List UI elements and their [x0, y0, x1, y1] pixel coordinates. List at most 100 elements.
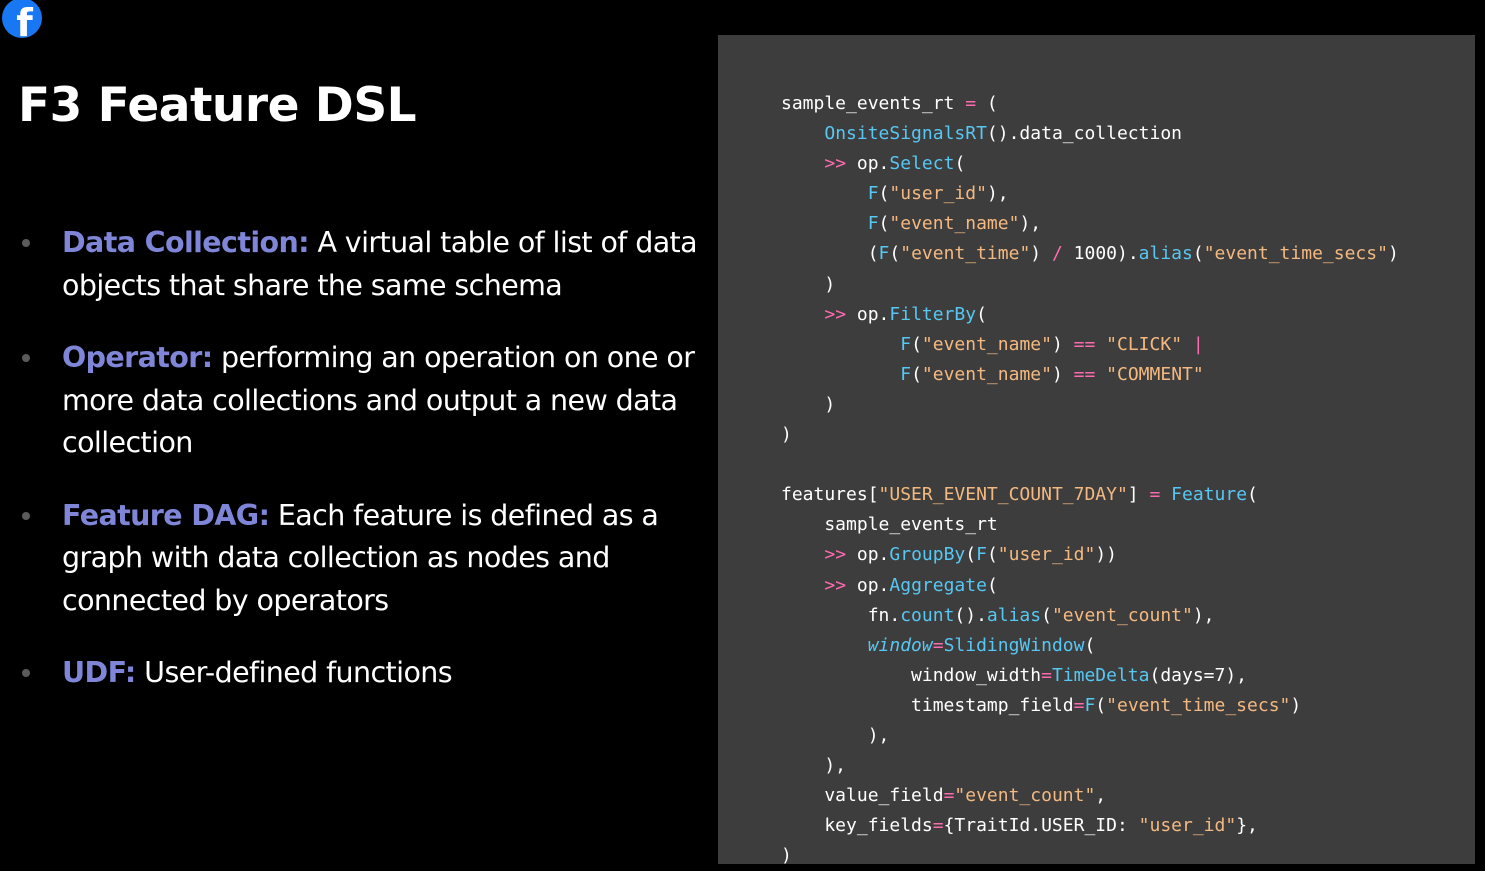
code-line: F("user_id"),: [781, 179, 1475, 209]
code-token: fn.: [781, 604, 901, 626]
code-line: ): [781, 270, 1475, 300]
code-line: F("event_name"),: [781, 209, 1475, 239]
code-token: key_fields: [781, 815, 933, 837]
code-line: >> op.Select(: [781, 149, 1475, 179]
code-token: >>: [824, 544, 847, 566]
slide-title: F3 Feature DSL: [18, 78, 417, 133]
code-token: (: [1192, 243, 1204, 265]
code-token: =: [1073, 694, 1085, 716]
facebook-logo-icon: f: [2, 0, 42, 38]
code-token: ): [781, 393, 836, 415]
code-token: /: [1051, 243, 1063, 265]
code-token: ): [1051, 333, 1074, 355]
code-token: >>: [824, 574, 847, 596]
code-token: (: [965, 544, 977, 566]
code-token: (: [889, 243, 901, 265]
code-line: >> op.Aggregate(: [781, 571, 1475, 601]
code-token: Feature: [1171, 484, 1248, 506]
code-token: |: [1192, 333, 1204, 355]
bullet-text: Data Collection: A virtual table of list…: [62, 226, 698, 302]
code-token: (: [781, 243, 879, 265]
code-token: op.: [846, 544, 890, 566]
code-token: ().: [954, 604, 987, 626]
code-token: "event_name": [921, 333, 1052, 355]
code-block: sample_events_rt = ( OnsiteSignalsRT().d…: [781, 89, 1475, 871]
code-token: "user_id": [1138, 815, 1237, 837]
code-line: ): [781, 420, 1475, 450]
code-token: )): [1095, 544, 1118, 566]
code-line: ),: [781, 721, 1475, 751]
code-token: ),: [986, 183, 1009, 205]
code-token: ): [1387, 243, 1399, 265]
code-token: (: [878, 213, 890, 235]
code-token: "event_time_secs": [1106, 694, 1291, 716]
code-token: [1182, 334, 1193, 355]
code-token: ==: [1073, 363, 1096, 385]
code-line: key_fields={TraitId.USER_ID: "user_id"},: [781, 811, 1475, 841]
code-token: [781, 575, 824, 596]
code-token: "user_id": [997, 544, 1096, 566]
code-token: TimeDelta: [1051, 664, 1150, 686]
code-token: count: [900, 604, 955, 626]
code-token: ): [781, 273, 836, 295]
code-token: [781, 123, 824, 144]
code-line: >> op.GroupBy(F("user_id")): [781, 540, 1475, 570]
code-token: ): [781, 424, 792, 446]
code-token: F: [900, 333, 912, 355]
bullet-term: Data Collection:: [62, 226, 310, 259]
code-token: [781, 213, 868, 234]
code-line: ),: [781, 751, 1475, 781]
code-token: >>: [824, 153, 847, 175]
bullet-description: performing an operation on one or more d…: [62, 341, 695, 459]
code-token: ): [1290, 694, 1302, 716]
code-token: ().data_collection: [986, 123, 1182, 145]
code-token: "event_time": [900, 243, 1031, 265]
code-token: [1095, 334, 1106, 355]
code-token: op.: [846, 574, 890, 596]
code-panel: sample_events_rt = ( OnsiteSignalsRT().d…: [718, 35, 1475, 866]
code-token: F: [900, 363, 912, 385]
code-line: (F("event_time") / 1000).alias("event_ti…: [781, 239, 1475, 269]
code-token: [1095, 364, 1106, 385]
code-token: (: [976, 93, 998, 114]
code-token: "user_id": [889, 183, 987, 205]
code-line: features["USER_EVENT_COUNT_7DAY"] = Feat…: [781, 480, 1475, 510]
bullet-operator: Operator: performing an operation on one…: [18, 337, 698, 465]
code-token: "event_time_secs": [1203, 243, 1388, 265]
facebook-logo-glyph: f: [16, 1, 33, 38]
code-line: OnsiteSignalsRT().data_collection: [781, 119, 1475, 149]
code-token: "USER_EVENT_COUNT_7DAY": [878, 484, 1128, 506]
code-line: sample_events_rt: [781, 510, 1475, 540]
code-token: [781, 304, 824, 325]
code-token: (: [1247, 484, 1258, 506]
code-token: [1160, 484, 1171, 505]
code-line: ): [781, 390, 1475, 420]
code-token: F: [867, 213, 879, 235]
code-token: F: [878, 243, 890, 265]
code-token: "CLICK": [1106, 333, 1183, 355]
bullet-description: User-defined functions: [135, 656, 452, 689]
code-line: F("event_name") == "CLICK" |: [781, 330, 1475, 360]
code-token: (: [911, 333, 922, 355]
bullet-text: Operator: performing an operation on one…: [62, 341, 695, 459]
code-token: (: [1084, 634, 1096, 656]
code-token: FilterBy: [889, 303, 977, 325]
code-token: {TraitId.USER_ID:: [943, 815, 1139, 837]
code-token: Select: [889, 153, 955, 175]
code-token: [781, 635, 868, 656]
code-token: ),: [781, 755, 847, 777]
code-line: ​: [781, 450, 1475, 480]
code-token: ),: [781, 724, 890, 746]
code-token: F: [867, 183, 879, 205]
code-token: (days=7),: [1149, 664, 1248, 686]
code-token: ,: [1095, 785, 1107, 807]
code-token: [781, 334, 900, 355]
code-token: "event_name": [889, 213, 1020, 235]
bullet-term: UDF:: [62, 656, 136, 689]
code-line: >> op.FilterBy(: [781, 300, 1475, 330]
code-token: alias: [986, 604, 1042, 626]
code-token: ): [781, 845, 792, 867]
code-token: [781, 364, 900, 385]
code-token: ),: [1019, 213, 1042, 235]
code-line: fn.count().alias("event_count"),: [781, 601, 1475, 631]
